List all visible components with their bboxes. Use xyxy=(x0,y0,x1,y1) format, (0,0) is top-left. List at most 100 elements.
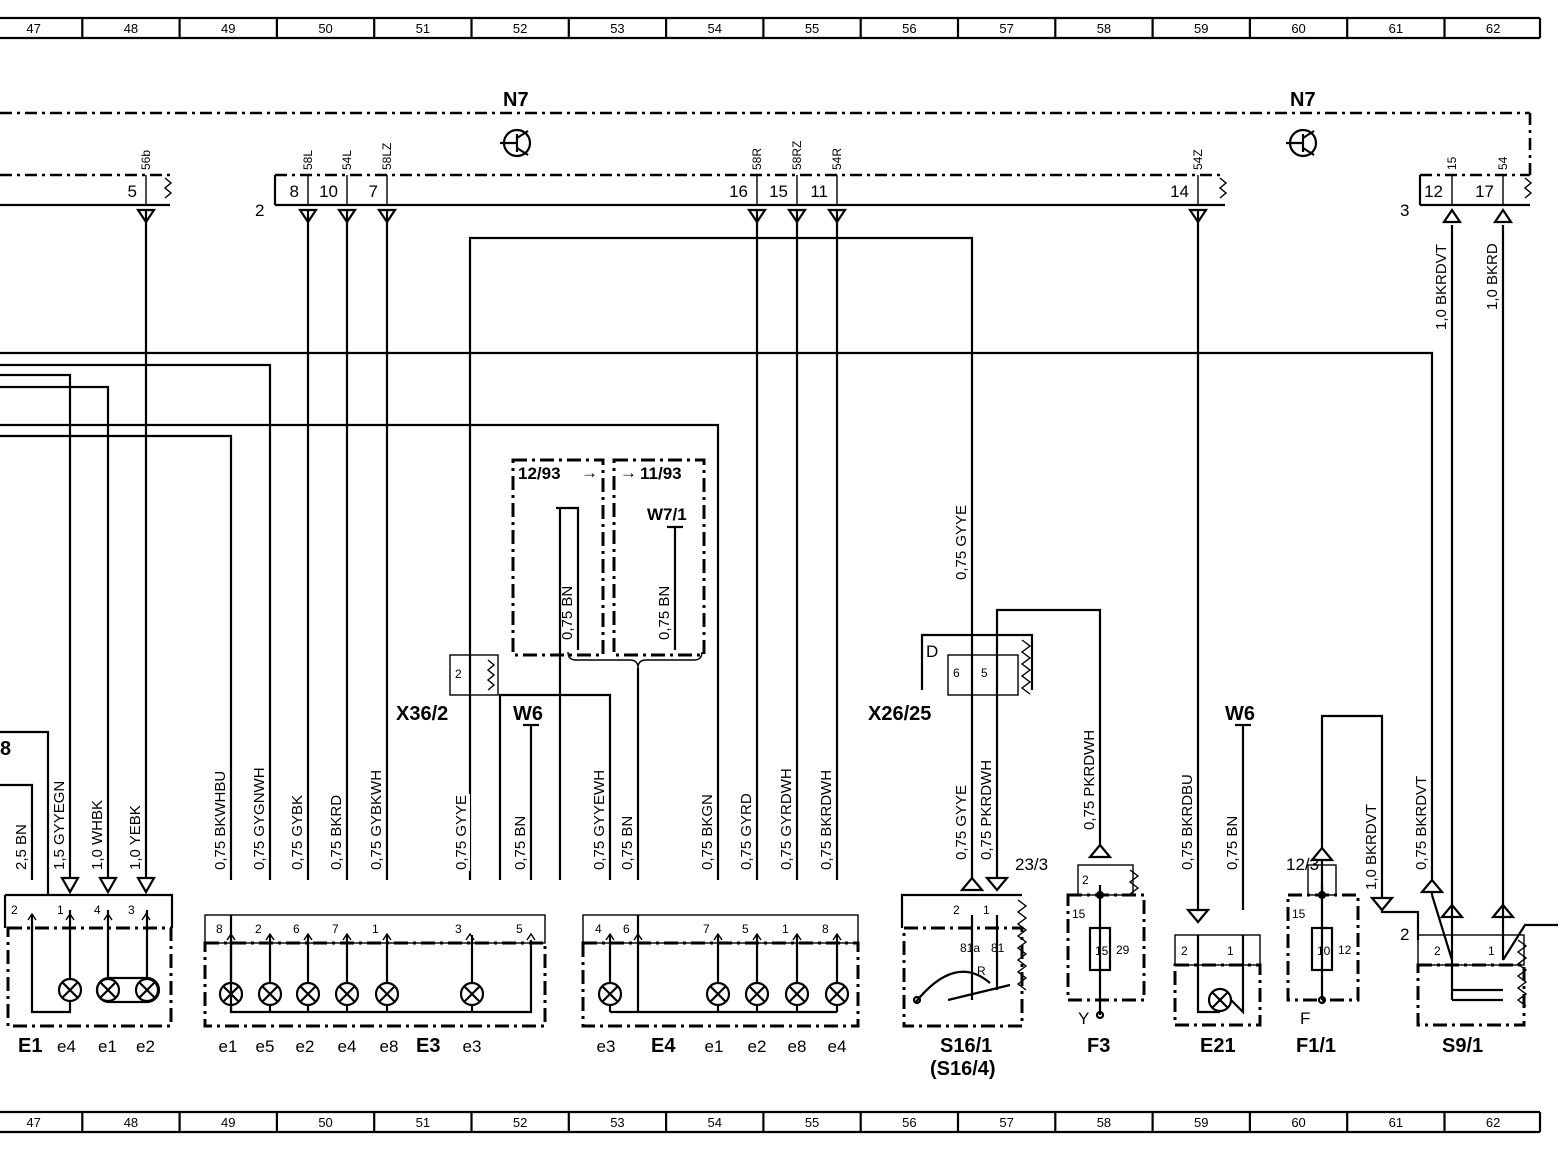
label-backdrop xyxy=(1484,242,1501,311)
lamp-icon xyxy=(709,985,727,1003)
s16-1-component xyxy=(900,876,1028,1028)
x26-25-label: X26/25 xyxy=(868,703,931,725)
s16-pin: 1 xyxy=(983,903,990,917)
ruler-column-number: 47 xyxy=(26,1115,40,1130)
e21-component xyxy=(1173,908,1262,1027)
n7-pin-name: 58RZ xyxy=(790,141,804,170)
label-backdrop xyxy=(818,768,835,871)
d-label: D xyxy=(926,642,938,661)
f1-1-name: F1/1 xyxy=(1296,1035,1336,1057)
n7-label-left: N7 xyxy=(503,89,529,111)
lamp-sub-label: e4 xyxy=(338,1037,357,1056)
ruler-column-number: 61 xyxy=(1389,21,1403,36)
f3-foot: Y xyxy=(1078,1009,1089,1028)
label-backdrop xyxy=(778,767,795,871)
label-backdrop xyxy=(512,814,529,871)
pin-number: 6 xyxy=(623,922,630,936)
label-backdrop xyxy=(978,758,995,861)
ruler-column-number: 52 xyxy=(513,1115,527,1130)
ruler-column-number: 62 xyxy=(1486,21,1500,36)
wire-label: 0,75 GYRD xyxy=(738,793,755,870)
resistor-icon xyxy=(1523,177,1533,199)
w6-label-a: W6 xyxy=(513,703,543,725)
label-backdrop xyxy=(953,783,970,861)
wire-label: 0,75 BKRD xyxy=(328,795,345,870)
label-backdrop xyxy=(1413,774,1430,871)
lamp-icon xyxy=(378,985,396,1003)
lamp-sub-label: e3 xyxy=(597,1037,616,1056)
wire-label: 1,0 BKRDVT xyxy=(1363,804,1380,890)
wire-label: 2,5 BN xyxy=(13,824,30,870)
pin-number: 8 xyxy=(216,922,223,936)
n7-pin-arrow xyxy=(1441,208,1463,224)
wire-label: 0,75 BKRDWH xyxy=(818,770,835,870)
n7-pin-name: 54L xyxy=(340,150,354,170)
pin-arrow xyxy=(752,932,762,941)
n7-pin-number: 15 xyxy=(769,182,788,201)
e21-name: E21 xyxy=(1200,1035,1236,1057)
lamp-sub-label: e8 xyxy=(788,1037,807,1056)
ref-8: 8 xyxy=(0,738,11,760)
ruler-column-number: 53 xyxy=(610,21,624,36)
ruler-column-number: 58 xyxy=(1097,21,1111,36)
ruler-column-number: 50 xyxy=(318,21,332,36)
x26-pin-5: 5 xyxy=(981,666,988,680)
wire-label: 0,75 PKRDWH xyxy=(978,760,995,860)
w7-1-label: W7/1 xyxy=(647,505,687,524)
wire-label: 0,75 BKRDBU xyxy=(1179,774,1196,870)
pin-number: 7 xyxy=(703,922,710,936)
wire-label: 0,75 PKRDWH xyxy=(1081,730,1098,830)
wire-label: 0,75 BN xyxy=(559,586,576,640)
wire-label: 1,5 GYYEGN xyxy=(51,781,68,870)
s16-pin: 2 xyxy=(953,903,960,917)
pin-arrow xyxy=(226,932,236,941)
pin-arrow xyxy=(303,932,313,941)
label-backdrop xyxy=(559,584,576,641)
pin-arrow xyxy=(633,932,643,941)
s16-inner: 81a xyxy=(960,941,980,955)
e1-pin: 1 xyxy=(57,903,64,917)
f1-inner: 15 xyxy=(1292,907,1306,921)
lamp-icon xyxy=(338,985,356,1003)
n7-module-outline xyxy=(0,111,1532,207)
lamp-sub-label: e1 xyxy=(705,1037,724,1056)
s16-inner: R xyxy=(977,964,986,978)
e1-sub: e1 xyxy=(98,1037,117,1056)
pin-arrow xyxy=(103,912,113,921)
pin-arrow xyxy=(27,912,37,921)
lamp-icon xyxy=(788,985,806,1003)
ruler-column-number: 48 xyxy=(124,21,138,36)
ref-23-3: 23/3 xyxy=(1015,855,1048,874)
pin-number: 7 xyxy=(332,922,339,936)
n7-pin-arrow xyxy=(1492,208,1514,224)
s16-inner: 81 xyxy=(991,941,1005,955)
lamp-icon xyxy=(299,985,317,1003)
wire-label: 0,75 BKGN xyxy=(699,794,716,870)
lamp-sub-label: e2 xyxy=(296,1037,315,1056)
transistor-icon xyxy=(500,128,532,158)
label-backdrop xyxy=(619,814,636,871)
x36-pin: 2 xyxy=(455,667,462,681)
pin-arrow xyxy=(792,932,802,941)
w6-label-b: W6 xyxy=(1225,703,1255,725)
pin-arrow xyxy=(713,932,723,941)
label-backdrop xyxy=(738,792,755,871)
ruler-column-number: 60 xyxy=(1291,1115,1305,1130)
label-backdrop xyxy=(51,779,68,871)
lamp-sub-label: e1 xyxy=(219,1037,238,1056)
n7-pin-number: 7 xyxy=(369,182,378,201)
top-ruler xyxy=(0,16,1542,40)
lamp-sub-label: e8 xyxy=(380,1037,399,1056)
pin-number: 5 xyxy=(742,922,749,936)
e1-pin: 3 xyxy=(128,903,135,917)
s9-pin: 2 xyxy=(1434,944,1441,958)
f1-1-component xyxy=(1286,714,1420,1005)
label-backdrop xyxy=(289,793,306,871)
n7-pin-number: 17 xyxy=(1475,182,1494,201)
ruler-column-number: 48 xyxy=(124,1115,138,1130)
resistor-icon xyxy=(1218,177,1228,199)
s9-pin: 1 xyxy=(1488,944,1495,958)
e4-name: E4 xyxy=(651,1035,676,1057)
f3-inner: 15 xyxy=(1072,907,1086,921)
x26-25-connector xyxy=(920,608,1102,880)
